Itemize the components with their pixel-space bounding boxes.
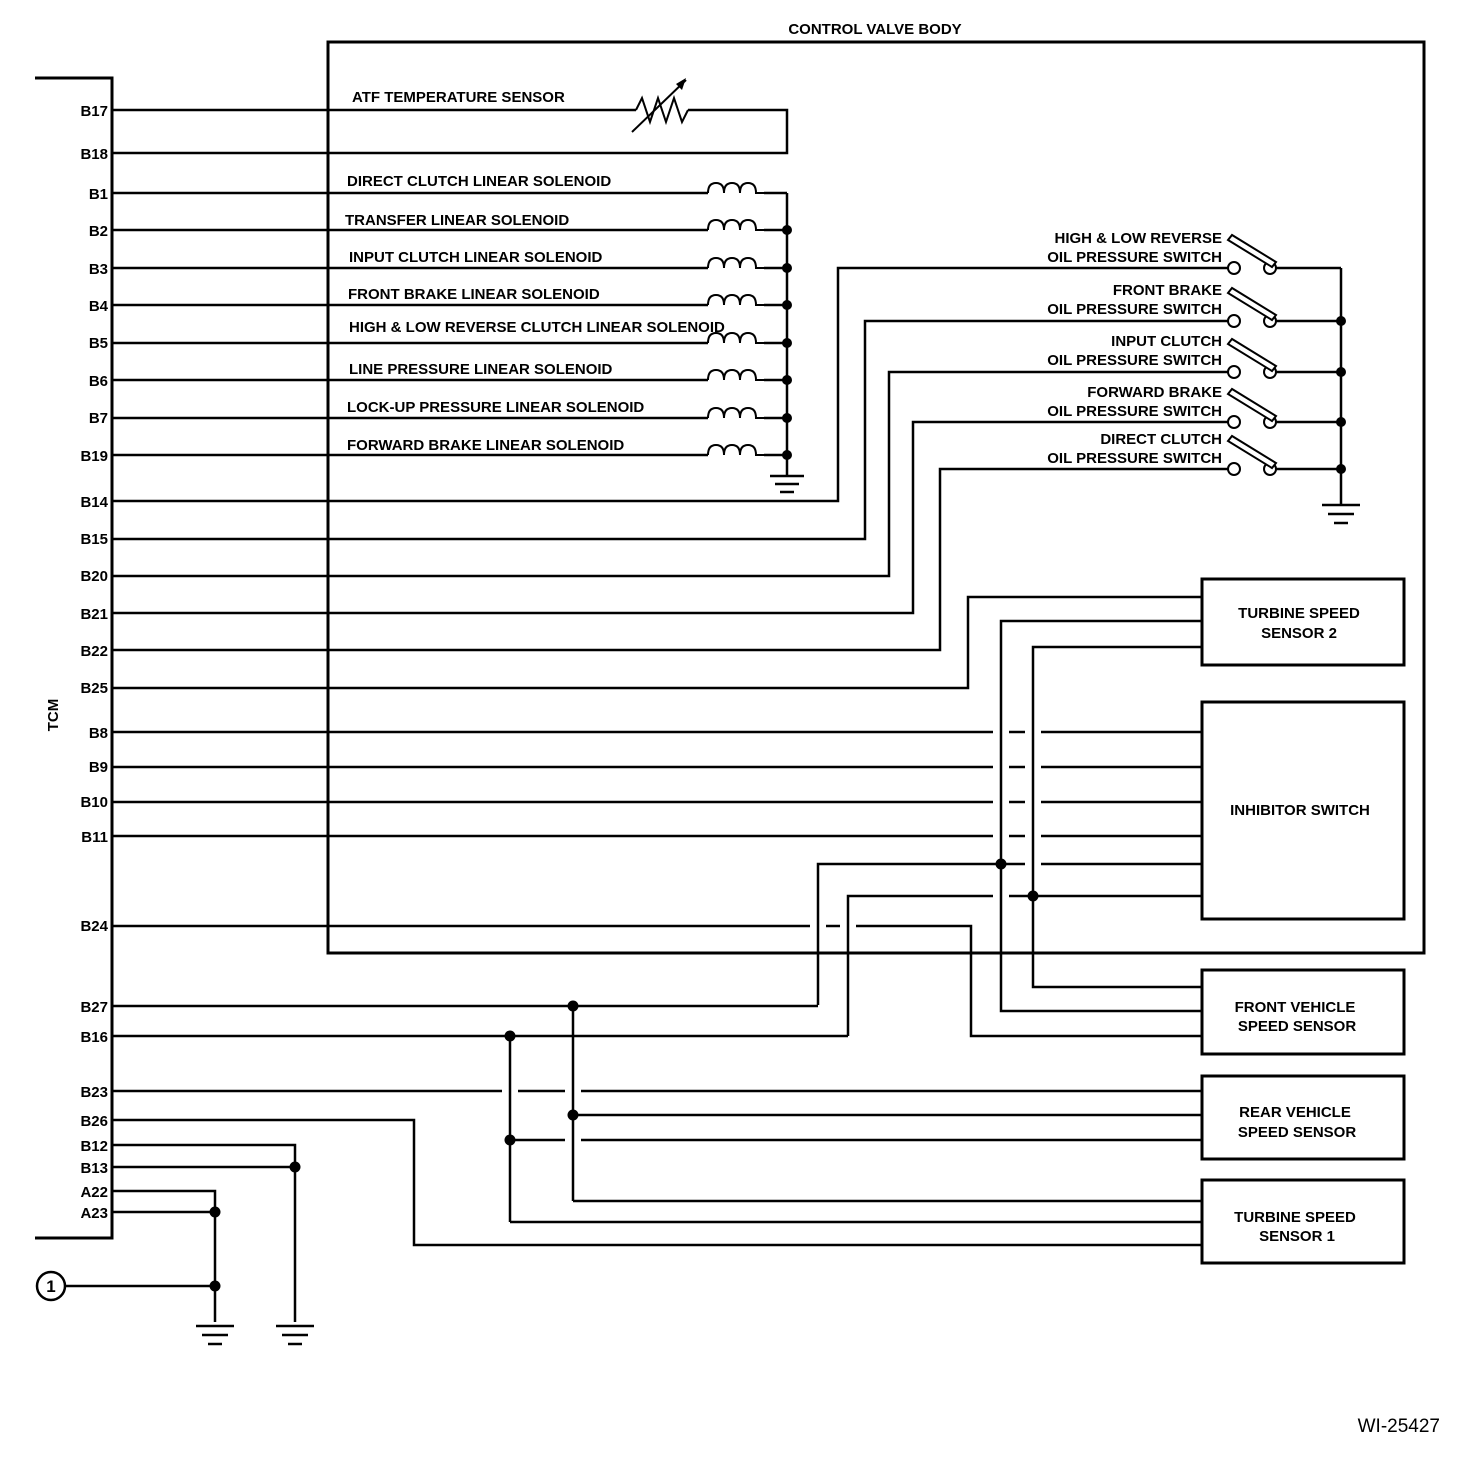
pin-label: B17	[80, 103, 108, 120]
rear-vss-label: SPEED SENSOR	[1238, 1124, 1357, 1141]
switch-label: FRONT BRAKE	[1113, 282, 1222, 299]
front-vss-label: SPEED SENSOR	[1238, 1018, 1357, 1035]
pin-labels: B17 B18 B1 B2 B3 B4 B5 B6 B7 B19 B14 B15…	[80, 103, 108, 1222]
control-valve-body-label: CONTROL VALVE BODY	[788, 21, 961, 38]
tcm-connector: TCM	[35, 76, 114, 1240]
switch-icon	[1226, 337, 1341, 379]
pin-label: B1	[89, 186, 108, 203]
atf-temperature-sensor: ATF TEMPERATURE SENSOR	[112, 78, 789, 155]
pin-label: B15	[80, 531, 108, 548]
switch-label: DIRECT CLUTCH	[1100, 431, 1222, 448]
solenoid-label: LINE PRESSURE LINEAR SOLENOID	[349, 361, 613, 378]
ground-icon	[196, 1324, 234, 1346]
pin-label: B19	[80, 448, 108, 465]
turbine2-label: TURBINE SPEED	[1238, 605, 1360, 622]
pin-label: B4	[89, 298, 109, 315]
front-vehicle-speed-sensor: FRONT VEHICLE SPEED SENSOR	[112, 864, 1406, 1056]
switch-label: OIL PRESSURE SWITCH	[1047, 450, 1222, 467]
pin-label: B8	[89, 725, 108, 742]
switch-label: OIL PRESSURE SWITCH	[1047, 403, 1222, 420]
connector-marker-number: 1	[46, 1277, 55, 1296]
rear-vss-label: REAR VEHICLE	[1239, 1104, 1351, 1121]
pin-label: B20	[80, 568, 108, 585]
coil-icon	[707, 256, 787, 270]
oil-pressure-switches: HIGH & LOW REVERSE OIL PRESSURE SWITCH F…	[112, 230, 1360, 652]
turbine-speed-sensor-2: TURBINE SPEED SENSOR 2	[112, 577, 1406, 896]
switch-icon	[1226, 434, 1341, 476]
rear-vehicle-speed-sensor: REAR VEHICLE SPEED SENSOR	[112, 1074, 1406, 1161]
switch-label: OIL PRESSURE SWITCH	[1047, 249, 1222, 266]
solenoid-label: DIRECT CLUTCH LINEAR SOLENOID	[347, 173, 611, 190]
sensor-power-ground	[112, 1000, 848, 1222]
pin-label: B13	[80, 1160, 108, 1177]
pin-label: B25	[80, 680, 108, 697]
coil-icon	[707, 218, 787, 232]
pin-label: A22	[80, 1184, 108, 1201]
turbine1-label: TURBINE SPEED	[1234, 1209, 1356, 1226]
ground-icon	[276, 1324, 314, 1346]
switch-label: HIGH & LOW REVERSE	[1054, 230, 1222, 247]
solenoid-label: LOCK-UP PRESSURE LINEAR SOLENOID	[347, 399, 644, 416]
switch-label: INPUT CLUTCH	[1111, 333, 1222, 350]
inhibitor-switch: INHIBITOR SWITCH	[112, 700, 1406, 1036]
pin-label: B16	[80, 1029, 108, 1046]
pin-label: B12	[80, 1138, 108, 1155]
coil-icon	[707, 443, 787, 457]
coil-icon	[707, 181, 787, 195]
pin-label: B10	[80, 794, 108, 811]
switch-label: OIL PRESSURE SWITCH	[1047, 301, 1222, 318]
solenoid-label: FRONT BRAKE LINEAR SOLENOID	[348, 286, 600, 303]
solenoid-circuits: DIRECT CLUTCH LINEAR SOLENOID TRANSFER L…	[112, 173, 804, 494]
ground-icon	[1322, 503, 1360, 525]
pin-label: B5	[89, 335, 108, 352]
ground-icon	[770, 474, 804, 494]
tcm-label: TCM	[45, 699, 62, 732]
control-valve-body: CONTROL VALVE BODY	[326, 21, 1426, 955]
coil-icon	[707, 368, 787, 382]
turbine1-label: SENSOR 1	[1259, 1228, 1335, 1245]
pin-label: B9	[89, 759, 108, 776]
inhibitor-label: INHIBITOR SWITCH	[1230, 802, 1370, 819]
solenoid-label: TRANSFER LINEAR SOLENOID	[345, 212, 569, 229]
pin-label: B22	[80, 643, 108, 660]
pin-label: B27	[80, 999, 108, 1016]
pin-label: B18	[80, 146, 108, 163]
switch-icon	[1226, 233, 1341, 275]
front-vss-label: FRONT VEHICLE	[1235, 999, 1356, 1016]
atf-sensor-label: ATF TEMPERATURE SENSOR	[352, 89, 565, 106]
ground-circuits: 1	[35, 1143, 314, 1346]
switch-icon	[1226, 286, 1341, 328]
solenoid-label: FORWARD BRAKE LINEAR SOLENOID	[347, 437, 624, 454]
pin-label: B3	[89, 261, 108, 278]
switch-icon	[1226, 387, 1341, 429]
pin-label: B7	[89, 410, 108, 427]
pin-label: A23	[80, 1205, 108, 1222]
pin-label: B2	[89, 223, 108, 240]
pin-label: B26	[80, 1113, 108, 1130]
switch-label: OIL PRESSURE SWITCH	[1047, 352, 1222, 369]
turbine-speed-sensor-1: TURBINE SPEED SENSOR 1	[112, 1118, 1406, 1265]
coil-icon	[707, 293, 787, 307]
switch-label: FORWARD BRAKE	[1087, 384, 1222, 401]
pin-label: B11	[81, 829, 108, 846]
figure-id: WI-25427	[1358, 1416, 1440, 1437]
turbine2-label: SENSOR 2	[1261, 625, 1337, 642]
pin-label: B24	[80, 918, 108, 935]
solenoid-label: INPUT CLUTCH LINEAR SOLENOID	[349, 249, 602, 266]
coil-icon	[707, 406, 787, 420]
pin-label: B6	[89, 373, 108, 390]
pin-label: B21	[80, 606, 108, 623]
connector-marker: 1	[35, 1270, 67, 1302]
solenoid-label: HIGH & LOW REVERSE CLUTCH LINEAR SOLENOI…	[349, 319, 725, 336]
pin-label: B14	[80, 494, 108, 511]
pin-label: B23	[80, 1084, 108, 1101]
